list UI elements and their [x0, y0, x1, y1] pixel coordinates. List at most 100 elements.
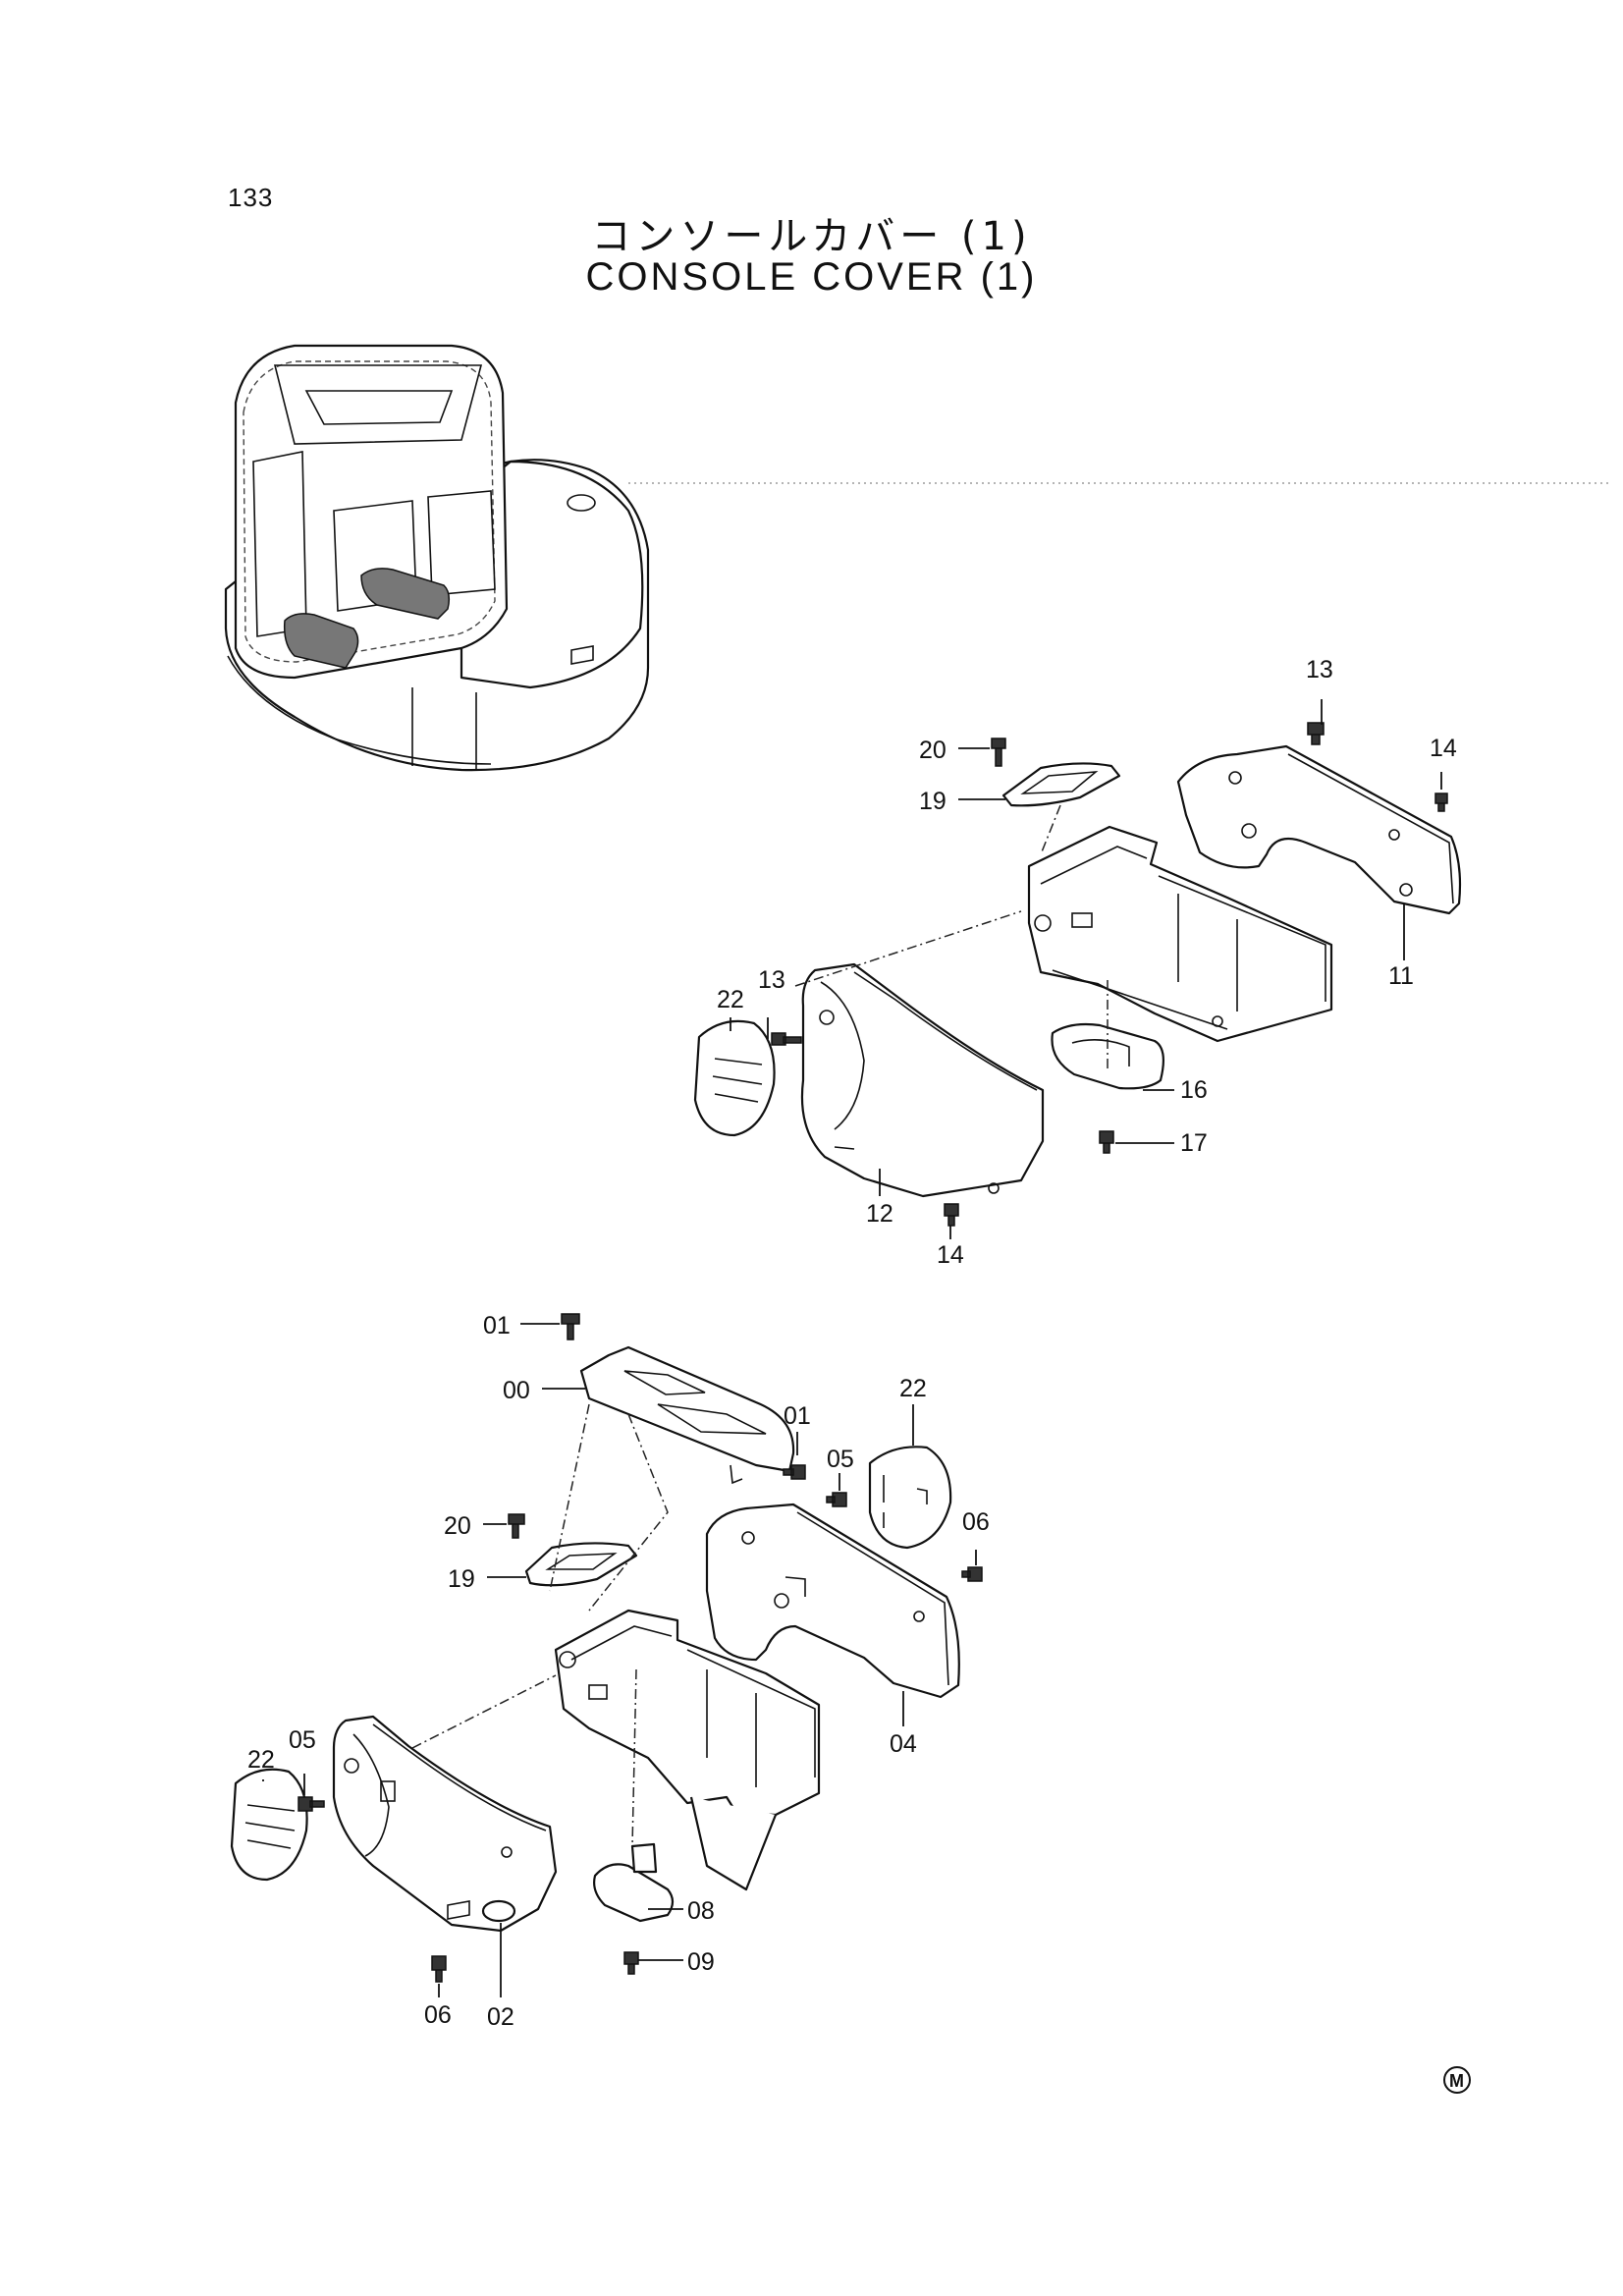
cover-slot: [784, 1576, 806, 1597]
screw-13: [1307, 722, 1325, 745]
cover-notch: [447, 1900, 470, 1920]
cover-hole: [913, 1611, 925, 1622]
callout-label: 09: [687, 1948, 715, 1976]
callout-label: 17: [1180, 1129, 1208, 1157]
screw-20: [508, 1513, 525, 1539]
screw-09: [623, 1951, 639, 1975]
callout-label: 11: [1388, 962, 1414, 990]
cover-hole: [774, 1593, 789, 1609]
catalog-mark: M: [1443, 2066, 1471, 2094]
callout-label: 16: [1180, 1076, 1208, 1104]
cover-hole: [1241, 823, 1257, 839]
callout-label: 19: [919, 788, 947, 815]
operator-cab: [234, 344, 509, 680]
end-cap: [868, 1446, 952, 1550]
screw-01-top: [561, 1313, 580, 1340]
end-cap-tabs: [883, 1475, 928, 1528]
excavator-overview-illustration: [224, 344, 1610, 772]
callout-label: 01: [483, 1312, 511, 1339]
callout-label: 14: [1430, 735, 1457, 762]
catalog-mark-circle: [1443, 2066, 1471, 2094]
bezel-plate: [524, 1542, 638, 1587]
callout-label: 01: [784, 1402, 811, 1430]
bracket-bottom-edge: [1052, 969, 1228, 1030]
bottom-bracket: [1051, 1022, 1165, 1090]
assembly-line: [549, 1403, 590, 1592]
bracket-hole: [1034, 914, 1052, 932]
deck-edge-line: [227, 655, 492, 765]
bracket-rail: [686, 1649, 816, 1777]
bracket-inner-ribs: [1177, 894, 1238, 1011]
callout-label: 04: [890, 1730, 917, 1758]
cover-hole: [819, 1010, 835, 1025]
bracket-slot: [588, 1684, 608, 1700]
cab-roof-panel: [304, 390, 454, 425]
end-cap-ribs: [712, 1058, 763, 1103]
right-cover-flange: [1287, 753, 1454, 904]
callout-label: 00: [503, 1377, 530, 1404]
assembly-line: [588, 1413, 669, 1612]
screw-05-left: [298, 1796, 325, 1812]
page-number: 133: [228, 183, 274, 212]
right-console-highlight: [360, 568, 451, 620]
end-cap: [230, 1768, 308, 1882]
deck-panel-lines: [411, 687, 477, 771]
cover-hole: [501, 1846, 513, 1858]
callout-label: 05: [289, 1726, 316, 1754]
cover-hole: [1388, 829, 1400, 841]
bracket-inner-ribs: [706, 1669, 757, 1787]
assembly-line: [411, 1674, 557, 1749]
screw-06: [961, 1566, 983, 1582]
left-console-highlight: [283, 613, 359, 669]
callout-label: 20: [444, 1512, 471, 1540]
cab-frame-hidden-line: [243, 360, 496, 663]
bottom-bracket-contour: [1071, 1039, 1130, 1066]
bracket-rail: [1158, 875, 1326, 1002]
cover-slot: [380, 1780, 396, 1802]
screw-06-bottom: [431, 1955, 447, 1983]
callout-label: 05: [827, 1446, 854, 1473]
cover-hole: [344, 1758, 359, 1774]
right-cover-flange: [796, 1511, 949, 1686]
callout-label: 22: [899, 1375, 927, 1402]
page-title-english: CONSOLE COVER (1): [585, 255, 1038, 299]
right-side-cover: [1176, 744, 1462, 915]
left-cover-top-flange: [372, 1723, 547, 1831]
left-cover-contour: [352, 1733, 390, 1857]
bracket-top-edge: [1040, 846, 1148, 885]
cover-tab: [730, 1464, 743, 1485]
screw-17: [1099, 1130, 1114, 1154]
callout-label: 19: [448, 1565, 475, 1593]
callout-label: 06: [962, 1508, 990, 1536]
callout-label: 22: [247, 1746, 275, 1774]
bracket-top-edge: [570, 1625, 673, 1661]
lower-exploded-assembly: 01 00 01 05 22 20 19 06 22 05 04 08 09 0…: [230, 1312, 990, 2031]
cover-opening: [657, 1403, 767, 1435]
callout-label: 13: [1306, 656, 1333, 683]
bracket-hole: [559, 1651, 576, 1668]
cover-opening: [623, 1370, 706, 1395]
screw-01: [783, 1464, 806, 1480]
screw-14-bottom: [944, 1203, 959, 1227]
bezel-opening: [545, 1553, 618, 1570]
left-side-cover: [332, 1715, 558, 1933]
callout-label: 22: [717, 986, 744, 1013]
cover-hole: [988, 1182, 1000, 1194]
page-title-japanese: コンソールカバー (1): [591, 214, 1032, 259]
fuel-cap: [567, 494, 596, 512]
left-cover-contour: [820, 981, 865, 1130]
bracket-slot: [1071, 912, 1093, 928]
assembly-line: [1040, 804, 1061, 855]
upper-exploded-assembly: 13 20 19 14 22 13 11 16 17 12 14: [693, 656, 1462, 1269]
cover-tab: [834, 1146, 855, 1150]
assembly-line: [794, 910, 1022, 987]
callout-label: 14: [937, 1241, 964, 1269]
screw-20: [991, 738, 1006, 767]
top-bezel-plate: [1001, 762, 1121, 807]
screw-13-left: [771, 1032, 802, 1046]
cab-front-window: [427, 490, 496, 596]
callout-label: 20: [919, 737, 947, 764]
catalog-mark-letter: M: [1449, 2071, 1464, 2091]
end-cap-ribs: [244, 1804, 296, 1849]
